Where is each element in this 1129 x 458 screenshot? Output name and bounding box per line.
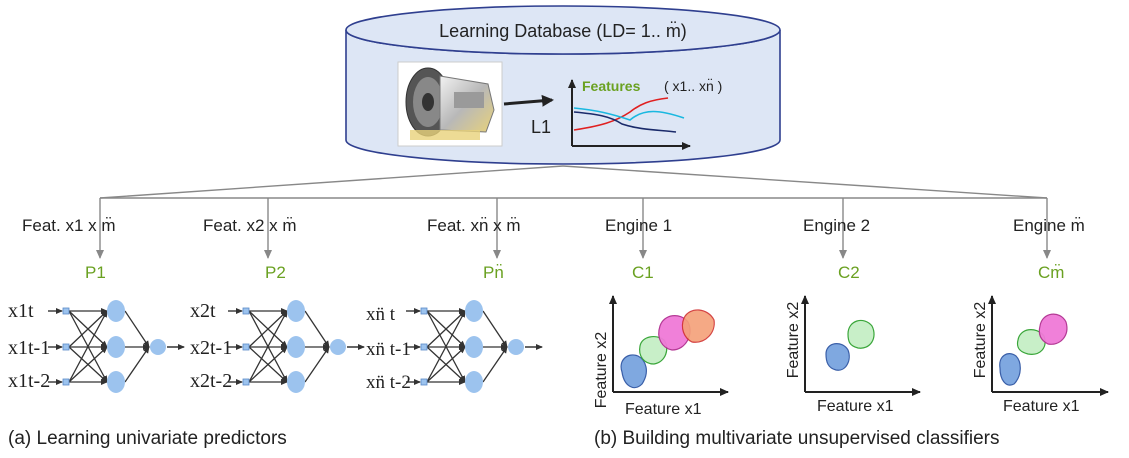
connection [482,310,508,348]
cluster-pink [1038,313,1068,345]
engine-label-2: Engine 2 [803,216,870,235]
plot1-xlabel: Feature x1 [625,401,702,418]
plot2-ylabel: Feature x2 [785,302,802,379]
cluster-orange [681,309,715,343]
connection [304,310,330,348]
hidden-node [465,371,483,393]
feat-label-1: Feat. x1 x m̈ [22,216,116,235]
input-node [420,378,428,386]
connection [68,346,108,383]
link-label: L1 [531,117,551,137]
input-node [420,343,428,351]
connection [248,310,288,348]
neural-net-pn [406,300,543,393]
connection [248,346,288,383]
engine-label-1: Engine 1 [605,216,672,235]
classifier-plot-1: Feature x2 Feature x1 [593,295,729,418]
cluster-green [847,319,875,349]
classifier-c2-label: C2 [838,263,860,282]
predictor-p2-label: P2 [265,263,286,282]
plot3-xlabel: Feature x1 [1003,398,1080,415]
predictor-pn-label: Pn̈ [483,263,504,282]
features-label: Features [582,78,641,94]
net1-input-t: x1t [8,300,34,322]
connection [124,310,150,348]
cluster-green [639,336,668,365]
plot3-ylabel: Feature x2 [972,302,989,379]
net1-input-t1: x1t-1 [8,337,50,359]
hidden-node [287,371,305,393]
hidden-node [107,371,125,393]
hidden-node [287,336,305,358]
plot1-ylabel: Feature x2 [593,332,610,409]
connection [426,310,466,383]
predictor-p1-label: P1 [85,263,106,282]
classifier-cm-label: Cm̈ [1038,263,1064,282]
cluster-green [1016,329,1046,355]
cluster-blue [999,353,1021,386]
caption-right: (b) Building multivariate unsupervised c… [594,428,1000,449]
classifier-plot-3: Feature x2 Feature x1 [972,295,1109,415]
connection [124,346,150,383]
caption-left: (a) Learning univariate predictors [8,428,287,449]
cluster-blue [825,343,850,371]
hidden-node [107,336,125,358]
input-node [62,343,70,351]
neural-net-p1 [48,300,185,393]
input-node [62,378,70,386]
database-label: Learning Database (LD= 1.. m̈) [439,21,687,41]
extraction-arrow [503,94,554,107]
connection [68,310,108,383]
input-node [62,307,70,315]
feat-label-2: Feat. x2 x m̈ [203,216,297,235]
features-chart: Features ( x1.. xn̈ ) [568,78,722,150]
branch-lines [96,165,1051,259]
plot2-xlabel: Feature x1 [817,398,894,415]
netn-input-t1: xn̈ t-1 [366,339,411,360]
connection [248,310,288,383]
net2-input-t: x2t [190,300,216,322]
input-node [420,307,428,315]
connection [482,346,508,383]
connection [426,346,466,383]
hidden-node [107,300,125,322]
netn-input-t: xn̈ t [366,304,396,325]
classifier-plot-2: Feature x2 Feature x1 [785,295,921,415]
netn-input-t2: xn̈ t-2 [366,372,411,393]
net1-input-t2: x1t-2 [8,370,50,392]
input-node [242,378,250,386]
connection [426,310,466,348]
feat-label-n: Feat. xn̈ x m̈ [427,216,521,235]
hidden-node [287,300,305,322]
engine-image [397,61,503,147]
neural-net-p2 [228,300,365,393]
input-node [242,343,250,351]
connection [304,346,330,383]
connection [68,310,108,348]
classifier-c1-label: C1 [632,263,654,282]
output-node [330,339,346,355]
hidden-node [465,300,483,322]
features-range: ( x1.. xn̈ ) [664,78,722,94]
net2-input-t1: x2t-1 [190,337,232,359]
input-node [242,307,250,315]
net2-input-t2: x2t-2 [190,370,232,392]
output-node [508,339,524,355]
cluster-blue [620,354,647,389]
engine-label-m: Engine m̈ [1013,216,1085,235]
output-node [150,339,166,355]
hidden-node [465,336,483,358]
